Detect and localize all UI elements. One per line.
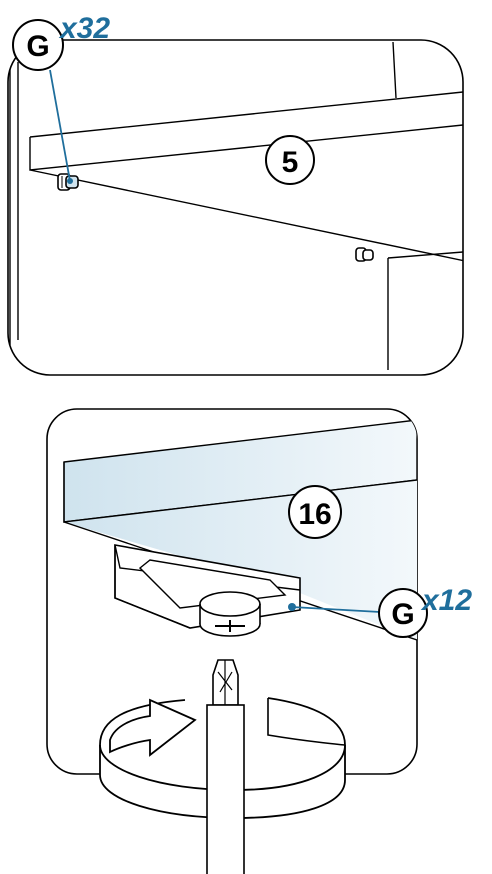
- hardware-callout-g: G x32: [12, 12, 110, 71]
- callout-quantity: x12: [420, 584, 472, 617]
- step-b-panel: G x12 16: [46, 408, 472, 874]
- callout-quantity: x32: [58, 12, 110, 45]
- callout-leader: [49, 69, 71, 182]
- callout-leader: [291, 606, 381, 613]
- step-a-panel: G x32 5: [7, 12, 464, 376]
- screwdriver-icon: [206, 659, 245, 874]
- callout-letter: G: [26, 30, 49, 63]
- cabinet-left-side: [9, 62, 19, 345]
- callout-letter: G: [391, 598, 414, 631]
- part-number-badge: 5: [265, 135, 315, 185]
- dowel-icon: [355, 247, 374, 262]
- part-number: 16: [298, 498, 331, 531]
- board-5: [29, 91, 463, 263]
- hardware-callout-g: G x12: [378, 584, 472, 638]
- part-number-badge: 16: [288, 485, 342, 539]
- part-number: 5: [282, 146, 299, 179]
- step-a-frame: [7, 39, 464, 376]
- cabinet-right-side: [387, 41, 397, 370]
- cam-lock-icon: [114, 544, 301, 637]
